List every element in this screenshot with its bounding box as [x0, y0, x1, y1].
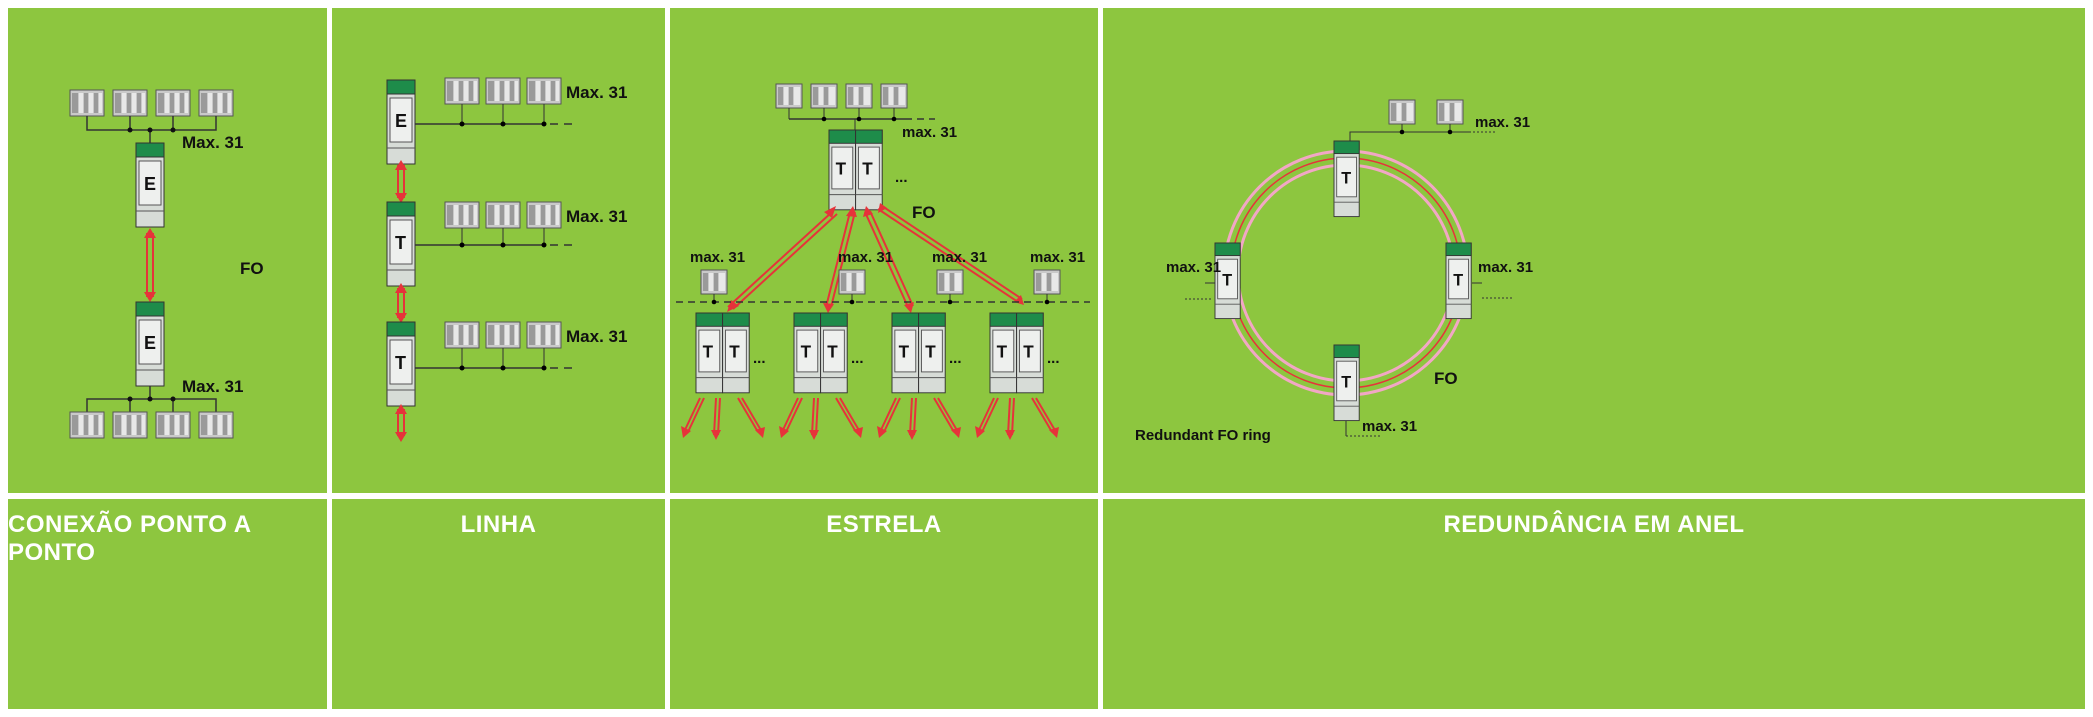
star-g2-t1: T: [801, 343, 812, 362]
p2p-max-bottom: Max. 31: [182, 377, 243, 396]
ring-diagram: max. 31 T T max. 31 T max. 31 T max. 31 …: [1135, 99, 1533, 444]
star-g3-t2: T: [925, 343, 936, 362]
ring-fo-label: FO: [1434, 369, 1458, 388]
line-device-e: E: [395, 111, 407, 131]
device-e-bottom: E: [144, 333, 156, 353]
star-diagram: max. 31 T T ... FO max. 31 max. 31 max. …: [676, 83, 1090, 440]
star-g1-ellipsis: ...: [753, 350, 766, 367]
star-g3-ellipsis: ...: [949, 350, 962, 367]
star-max-g1: max. 31: [690, 249, 745, 266]
star-max-g2: max. 31: [838, 249, 893, 266]
star-max-g3: max. 31: [932, 249, 987, 266]
ring-redundant-label: Redundant FO ring: [1135, 427, 1271, 444]
star-g2-t2: T: [827, 343, 838, 362]
star-max-g4: max. 31: [1030, 249, 1085, 266]
star-center-t2: T: [862, 160, 873, 179]
ring-max-bottom: max. 31: [1362, 418, 1417, 435]
ring-device-top: T: [1341, 169, 1351, 187]
line-device-t2: T: [395, 353, 406, 373]
star-fo-label: FO: [912, 203, 936, 222]
panel-ring: [1103, 8, 2085, 493]
caption-p2p: CONEXÃO PONTO A PONTO: [8, 499, 327, 709]
line-max-3: Max. 31: [566, 327, 627, 346]
line-max-1: Max. 31: [566, 83, 627, 102]
caption-star: ESTRELA: [670, 499, 1098, 709]
caption-line: LINHA: [332, 499, 665, 709]
star-g4-t2: T: [1023, 343, 1034, 362]
line-max-2: Max. 31: [566, 207, 627, 226]
ring-device-left: T: [1222, 271, 1232, 289]
star-g4-t1: T: [997, 343, 1008, 362]
caption-ring: REDUNDÂNCIA EM ANEL: [1103, 499, 2085, 709]
star-max-top: max. 31: [902, 124, 957, 141]
p2p-diagram: Max. 31 E FO E Max. 31: [69, 89, 264, 439]
star-g1-t1: T: [703, 343, 714, 362]
star-g1-t2: T: [729, 343, 740, 362]
device-e-top: E: [144, 174, 156, 194]
star-g4-ellipsis: ...: [1047, 350, 1060, 367]
ring-max-top: max. 31: [1475, 114, 1530, 131]
ring-device-right: T: [1453, 271, 1463, 289]
ring-max-left: max. 31: [1166, 259, 1221, 276]
line-device-t1: T: [395, 233, 406, 253]
star-g2-ellipsis: ...: [851, 350, 864, 367]
star-center-t1: T: [836, 160, 847, 179]
p2p-fo-label: FO: [240, 259, 264, 278]
star-g3-t1: T: [899, 343, 910, 362]
ring-device-bottom: T: [1341, 373, 1351, 391]
ring-max-right: max. 31: [1478, 259, 1533, 276]
star-center-ellipsis: ...: [895, 169, 908, 186]
line-diagram: E Max. 31 T Max. 31 T: [386, 77, 627, 442]
p2p-max-top: Max. 31: [182, 133, 243, 152]
